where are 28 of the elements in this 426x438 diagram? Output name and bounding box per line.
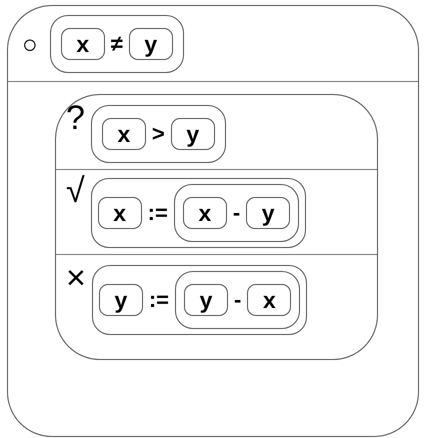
operator: :=: [148, 200, 168, 226]
condition-box: [90, 105, 226, 163]
operator: -: [234, 287, 242, 313]
operator: ≠: [110, 31, 123, 57]
variable-box: x: [60, 28, 105, 60]
check-symbol: √: [66, 174, 85, 208]
if-block: [55, 94, 378, 360]
cross-symbol: ×: [66, 261, 86, 295]
variable-box: x: [247, 284, 292, 316]
assignment-box: [90, 178, 306, 248]
expression-box: [174, 184, 300, 242]
variable-box: y: [184, 284, 228, 316]
variable-box: x: [182, 197, 227, 229]
question-symbol: ?: [66, 101, 85, 135]
operator: -: [232, 200, 240, 226]
variable-box: x: [102, 118, 146, 150]
loop-symbol: ○: [22, 31, 38, 57]
loop-block: [7, 5, 419, 437]
variable-box: x: [98, 197, 142, 229]
variable-box: y: [170, 118, 215, 150]
variable-box: y: [128, 28, 173, 60]
variable-box: y: [98, 284, 143, 316]
operator: :=: [148, 287, 170, 313]
condition-box: [50, 15, 184, 73]
expression-box: [175, 271, 300, 329]
operator: >: [152, 121, 165, 147]
assignment-box: [92, 265, 308, 335]
variable-box: y: [246, 197, 290, 229]
